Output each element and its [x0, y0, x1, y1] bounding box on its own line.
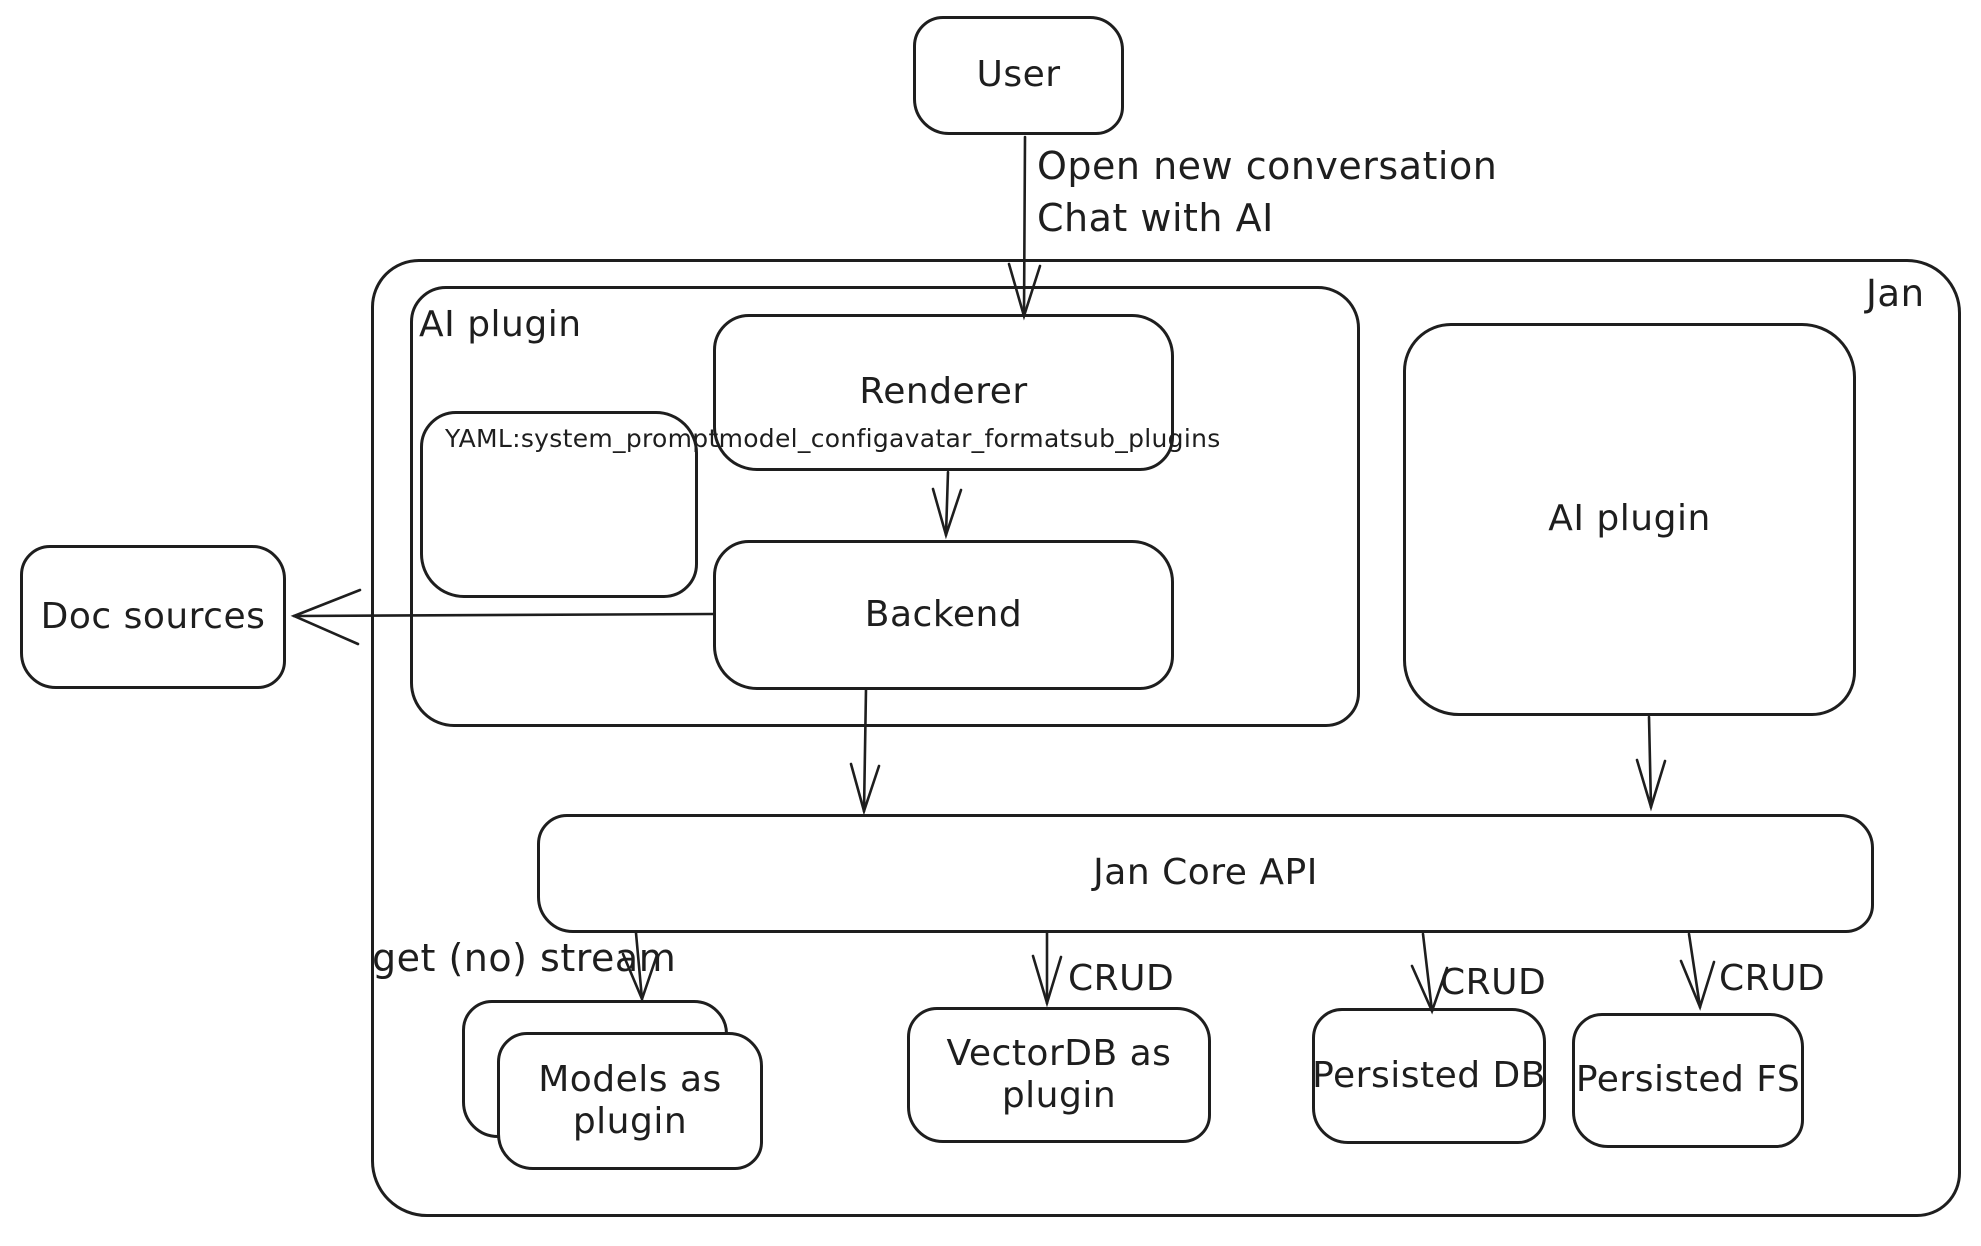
yaml-line-system-prompt: system_prompt	[520, 424, 719, 453]
node-ai-plugin-right: AI plugin	[1403, 323, 1856, 716]
edge-label-open-conversation-line1: Open new conversation	[1037, 144, 1498, 188]
node-user: User	[913, 16, 1124, 135]
edge-label-crud-vectordb: CRUD	[1068, 958, 1175, 999]
node-renderer-label: Renderer	[859, 371, 1028, 413]
node-vectordb-as-plugin: VectorDB as plugin	[907, 1007, 1211, 1143]
node-vectordb-label-line1: VectorDB as	[946, 1032, 1172, 1074]
node-persisted-fs-label: Persisted FS	[1575, 1059, 1801, 1101]
node-backend-label: Backend	[864, 593, 1023, 635]
node-persisted-db-label: Persisted DB	[1312, 1054, 1546, 1096]
node-jan-container	[371, 259, 1961, 1217]
node-renderer: Renderer	[713, 314, 1174, 471]
node-models-label-line2: plugin	[572, 1101, 688, 1142]
node-vectordb-label-line2: plugin	[1001, 1075, 1117, 1116]
edge-label-open-conversation: Open new conversation Chat with AI	[1037, 140, 1497, 244]
node-yaml-note: YAML: system_prompt model_config avatar_…	[420, 411, 1220, 598]
yaml-line-title: YAML:	[445, 424, 521, 453]
node-models-label-line1: Models as	[538, 1058, 722, 1100]
node-persisted-db: Persisted DB	[1312, 1008, 1546, 1144]
node-persisted-fs: Persisted FS	[1572, 1013, 1804, 1148]
node-backend: Backend	[713, 540, 1174, 690]
node-ai-plugin-container-label: AI plugin	[419, 304, 582, 345]
node-ai-plugin-container	[410, 286, 1360, 727]
node-jan-label: Jan	[1866, 272, 1925, 315]
edge-label-get-no-stream: get (no) stream	[372, 936, 677, 980]
node-jan-core-api-label: Jan Core API	[1093, 852, 1318, 894]
node-models-as-plugin: Models as plugin	[497, 1032, 763, 1170]
node-ai-plugin-right-label: AI plugin	[1548, 498, 1711, 540]
node-doc-sources: Doc sources	[20, 545, 286, 689]
edge-label-crud-persisted-fs: CRUD	[1719, 958, 1826, 999]
node-doc-sources-label: Doc sources	[40, 595, 266, 637]
node-user-label: User	[976, 54, 1061, 96]
yaml-line-avatar-format: avatar_format	[889, 424, 1070, 453]
node-jan-core-api: Jan Core API	[537, 814, 1874, 933]
edge-label-open-conversation-line2: Chat with AI	[1037, 196, 1274, 240]
edge-label-crud-persisted-db: CRUD	[1440, 962, 1547, 1003]
